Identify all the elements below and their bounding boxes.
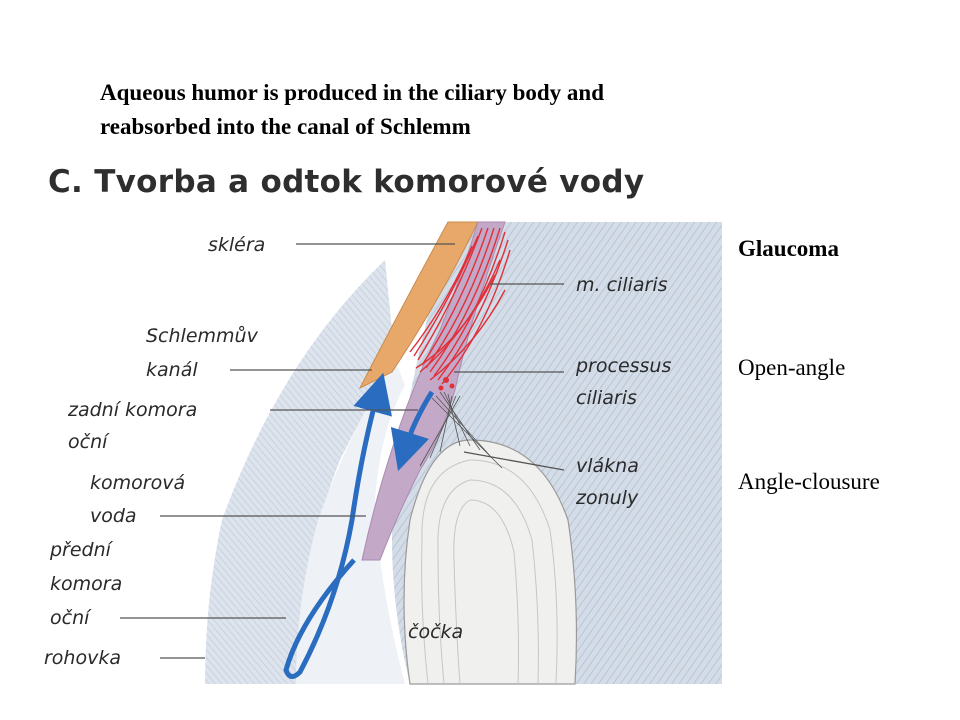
label-m-ciliaris: m. ciliaris — [576, 274, 668, 296]
cornea-region — [205, 260, 395, 684]
headline: Aqueous humor is produced in the ciliary… — [100, 76, 860, 144]
label-predni-line1: přední — [49, 539, 114, 561]
headline-line-1: Aqueous humor is produced in the ciliary… — [100, 80, 604, 105]
aqueous-flow-arrow — [390, 390, 435, 472]
label-predni-line2: komora — [50, 573, 122, 595]
label-cocka: čočka — [408, 621, 463, 643]
side-heading-glaucoma: Glaucoma — [738, 236, 839, 261]
figure-title: C. Tvorba a odtok komorové vody — [48, 164, 645, 200]
label-schlemm-line2: kanál — [146, 359, 198, 381]
side-item-open-angle: Open-angle — [738, 355, 846, 380]
leader-lines — [120, 243, 565, 659]
label-schlemm-line1: Schlemmův — [146, 325, 259, 347]
label-predni-line3: oční — [50, 607, 92, 629]
ciliary-process — [438, 377, 455, 391]
label-rohovka: rohovka — [44, 647, 121, 669]
label-sklera: skléra — [208, 234, 265, 256]
label-vlakna-line2: zonuly — [575, 487, 639, 509]
label-komorova-line2: voda — [90, 505, 137, 527]
label-zadni-line2: oční — [68, 431, 110, 453]
sclera — [358, 221, 479, 390]
label-komorova-line1: komorová — [90, 472, 185, 494]
ciliary-muscle — [409, 227, 511, 385]
side-item-angle-closure: Angle-clousure — [738, 469, 880, 494]
label-vlakna-line1: vlákna — [576, 455, 639, 477]
aqueous-return-arrow — [283, 372, 392, 679]
lens — [403, 439, 578, 685]
lens-rings — [421, 459, 558, 685]
label-zadni-line1: zadní komora — [67, 399, 197, 421]
label-processus-line2: ciliaris — [576, 387, 637, 409]
label-processus-line1: processus — [575, 355, 671, 377]
headline-line-2: reabsorbed into the canal of Schlemm — [100, 114, 471, 139]
